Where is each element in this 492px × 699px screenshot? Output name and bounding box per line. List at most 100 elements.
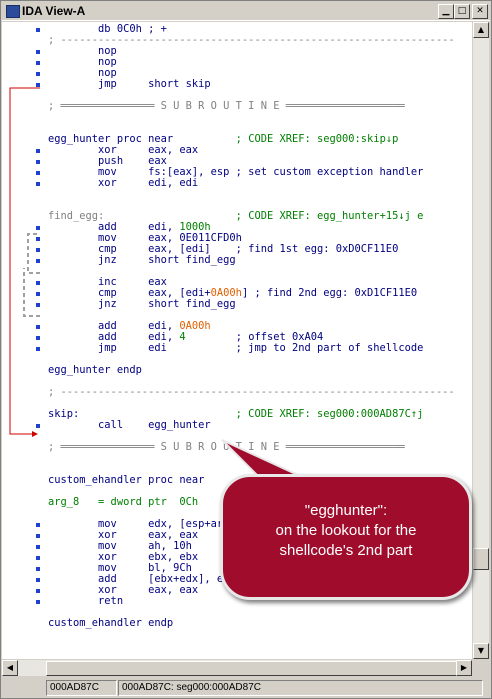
code-line[interactable]: add edi, 1000h (48, 222, 211, 233)
breakpoint-dot[interactable] (36, 325, 40, 329)
breakpoint-dot[interactable] (36, 83, 40, 87)
breakpoint-dot[interactable] (36, 523, 40, 527)
breakpoint-dot[interactable] (36, 50, 40, 54)
breakpoint-dot[interactable] (36, 237, 40, 241)
breakpoint-dot[interactable] (36, 534, 40, 538)
scroll-corner (473, 660, 489, 676)
code-token: ; --------------------------------------… (48, 386, 455, 398)
code-line[interactable]: custom_ehandler proc near (48, 475, 204, 486)
code-line[interactable]: nop (48, 46, 117, 57)
callout-bubble: "egghunter": on the lookout for the shel… (220, 474, 472, 600)
code-line[interactable]: ; --------------------------------------… (48, 35, 455, 46)
code-line[interactable]: find_egg: ; CODE XREF: egg_hunter+15↓j e (48, 211, 423, 222)
code-line[interactable]: inc eax (48, 277, 167, 288)
code-line[interactable]: custom_ehandler endp (48, 618, 173, 629)
code-line[interactable]: xor eax, eax (48, 585, 198, 596)
breakpoint-dot[interactable] (36, 556, 40, 560)
breakpoint-dot[interactable] (36, 578, 40, 582)
code-line[interactable]: skip: ; CODE XREF: seg000:000AD87C↑j (48, 409, 423, 420)
close-icon[interactable]: ✕ (472, 4, 488, 19)
breakpoint-dot[interactable] (36, 61, 40, 65)
breakpoint-dot[interactable] (36, 424, 40, 428)
scroll-left-icon[interactable]: ◀ (2, 660, 18, 676)
code-line[interactable]: xor edi, edi (48, 178, 198, 189)
breakpoint-dot[interactable] (36, 226, 40, 230)
code-line[interactable]: ; ═══════════════ S U B R O U T I N E ══… (48, 442, 405, 453)
code-line[interactable]: nop (48, 57, 117, 68)
scroll-down-icon[interactable]: ▼ (473, 643, 489, 659)
code-line[interactable]: ; --------------------------------------… (48, 387, 455, 398)
breakpoint-dot[interactable] (36, 182, 40, 186)
code-line[interactable]: cmp eax, [edi] ; find 1st egg: 0xD0CF11E… (48, 244, 398, 255)
vertical-scrollbar[interactable]: ▲ ▼ (473, 22, 489, 659)
code-line[interactable]: xor ebx, ebx (48, 552, 198, 563)
code-line[interactable]: add edi, 0A00h (48, 321, 211, 332)
code-line[interactable]: xor eax, eax (48, 145, 198, 156)
code-line[interactable]: egg_hunter endp (48, 365, 142, 376)
breakpoint-dot[interactable] (36, 336, 40, 340)
code-line[interactable]: jnz short find_egg (48, 299, 236, 310)
breakpoint-dot[interactable] (36, 545, 40, 549)
code-token: db 0C0h ; + (48, 23, 167, 35)
code-line[interactable]: call egg_hunter (48, 420, 211, 431)
code-token: custom_ehandler endp (48, 617, 174, 629)
code-line[interactable]: add edi, 4 ; offset 0xA04 (48, 332, 323, 343)
code-line[interactable]: push eax (48, 156, 167, 167)
code-line[interactable]: jmp edi ; jmp to 2nd part of shellcode (48, 343, 423, 354)
code-token: egg_hunter endp (48, 364, 142, 376)
code-token: nop (48, 67, 117, 79)
breakpoint-dot[interactable] (36, 303, 40, 307)
code-line[interactable]: egg_hunter proc near ; CODE XREF: seg000… (48, 134, 398, 145)
maximize-icon[interactable]: □ (454, 4, 470, 19)
loop-arrow-1 (27, 233, 40, 274)
minimize-icon[interactable]: ▁ (438, 4, 454, 19)
breakpoint-dot[interactable] (36, 72, 40, 76)
code-line[interactable]: mov ah, 10h (48, 541, 192, 552)
code-token: ; ═══════════════ S U B R O U T I N E ══… (48, 100, 405, 112)
breakpoint-dot[interactable] (36, 149, 40, 153)
code-token: add edi, (48, 320, 180, 332)
code-token: xor edi, edi (48, 177, 199, 189)
code-line[interactable]: jmp short skip (48, 79, 211, 90)
breakpoint-dot[interactable] (36, 281, 40, 285)
code-line[interactable]: arg_8 = dword ptr 0Ch (48, 497, 198, 508)
code-line[interactable]: retn (48, 596, 123, 607)
breakpoint-dot[interactable] (36, 160, 40, 164)
code-token: jnz short find_egg (48, 298, 236, 310)
code-token: ; jmp to 2nd part of shellcode (235, 342, 424, 354)
code-token: ] (241, 287, 255, 299)
breakpoint-dot[interactable] (36, 28, 40, 32)
breakpoint-dot[interactable] (36, 589, 40, 593)
breakpoint-dot[interactable] (36, 600, 40, 604)
breakpoint-dot[interactable] (36, 259, 40, 263)
code-token: nop (48, 56, 117, 68)
scroll-right-icon[interactable]: ▶ (456, 660, 472, 676)
code-line[interactable]: jnz short find_egg (48, 255, 236, 266)
code-line[interactable]: nop (48, 68, 117, 79)
breakpoint-dot[interactable] (36, 292, 40, 296)
code-token: mov fs:[eax], esp (48, 166, 236, 178)
horizontal-scroll-thumb[interactable] (46, 661, 458, 676)
code-line[interactable]: mov eax, 0E011CFD0h (48, 233, 242, 244)
breakpoint-dot[interactable] (36, 171, 40, 175)
breakpoint-dot[interactable] (36, 567, 40, 571)
code-token: ; offset 0xA04 (235, 331, 324, 343)
scroll-up-icon[interactable]: ▲ (473, 22, 489, 38)
callout-text: "egghunter": on the lookout for the shel… (275, 502, 417, 559)
code-line[interactable]: cmp eax, [edi+0A00h] ; find 2nd egg: 0xD… (48, 288, 417, 299)
breakpoint-dot[interactable] (36, 347, 40, 351)
code-line[interactable]: mov fs:[eax], esp ; set custom exception… (48, 167, 423, 178)
breakpoint-dot[interactable] (36, 248, 40, 252)
code-line[interactable]: mov edx, [esp+arg_8] (48, 519, 248, 530)
code-token: find_egg: (48, 210, 105, 222)
code-token: jmp short skip (48, 78, 211, 90)
code-line[interactable]: db 0C0h ; + (48, 24, 167, 35)
code-line[interactable]: ; ═══════════════ S U B R O U T I N E ══… (48, 101, 405, 112)
horizontal-scrollbar[interactable]: ◀ ▶ (2, 660, 472, 676)
title-bar[interactable]: IDA View-A ▁ □ ✕ (2, 2, 490, 21)
code-token: custom_ehandler proc near (48, 474, 205, 486)
code-line[interactable]: xor eax, eax (48, 530, 198, 541)
vertical-scroll-thumb[interactable] (473, 548, 489, 570)
code-line[interactable]: mov bl, 9Ch (48, 563, 192, 574)
code-token: mov eax, 0E011CFD0h (48, 232, 242, 244)
